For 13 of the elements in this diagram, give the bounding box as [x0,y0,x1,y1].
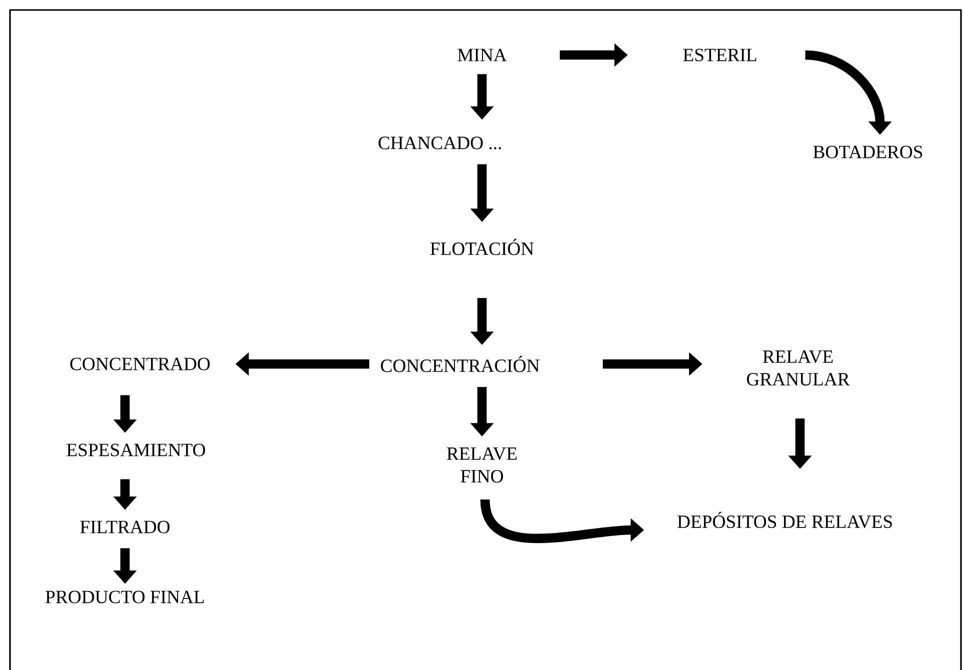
step-label: ESPESAMIENTO [66,444,206,456]
step-label: RELAVE GRANULAR [746,350,850,386]
step-label: BOTADEROS [813,146,922,158]
step-label: MINA [458,48,507,62]
step-label: PRODUCTO FINAL [46,590,204,604]
step-label: FILTRADO [80,520,170,534]
step-label: CONCENTRACIÓN [380,356,540,372]
step-label: CONCENTRADO [70,358,210,370]
step-label: ESTERIL [683,48,756,62]
step-label: CHANCADO ... [378,136,501,150]
step-label: DEPÓSITOS DE RELAVES [678,512,892,528]
step-label: FLOTACIÓN [430,238,534,256]
step-label: RELAVE FINO [446,447,517,483]
